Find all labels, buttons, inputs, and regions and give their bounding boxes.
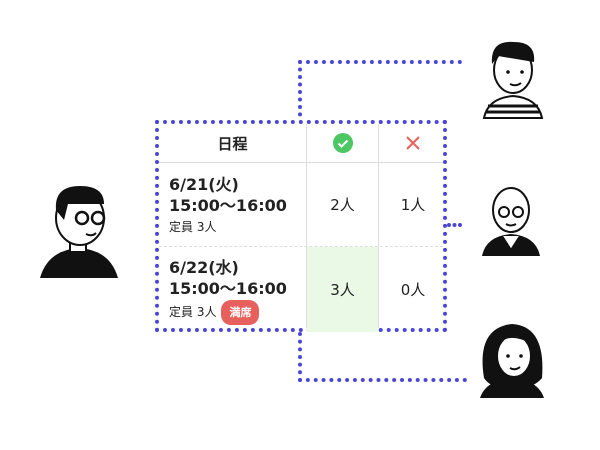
capacity-label: 定員 3人 <box>169 220 217 234</box>
time-label: 15:00〜16:00 <box>169 279 287 298</box>
row-1-no-count: 1人 <box>400 196 426 214</box>
connector-line <box>298 332 467 382</box>
row-2-no-count: 0人 <box>400 281 426 299</box>
capacity-label: 定員 3人 <box>169 305 217 319</box>
check-circle-icon <box>307 124 378 162</box>
connector-line <box>447 223 462 227</box>
connector-line <box>298 60 462 124</box>
date-label: 6/21(火) <box>169 175 239 194</box>
organizer-avatar <box>40 186 118 278</box>
row-1-yes-count: 2人 <box>330 196 355 214</box>
participant-avatar-2 <box>482 187 540 256</box>
participant-avatar-3 <box>480 324 544 398</box>
time-label: 15:00〜16:00 <box>169 196 287 215</box>
highlight-cell <box>307 247 378 332</box>
schedule-table: 日程 6/21(火) 15:00〜16:00 定員 3人 2人 1人 6/22(… <box>155 120 447 332</box>
row-1-date: 6/21(火) 15:00〜16:00 定員 3人 <box>169 174 287 238</box>
row-2-date: 6/22(水) 15:00〜16:00 定員 3人満席 <box>169 257 287 325</box>
header-date: 日程 <box>217 134 248 153</box>
participant-avatar-1 <box>482 41 544 119</box>
full-badge: 満席 <box>221 300 260 325</box>
date-label: 6/22(水) <box>169 258 239 277</box>
row-2-yes-count: 3人 <box>330 281 355 299</box>
x-icon <box>379 124 447 162</box>
